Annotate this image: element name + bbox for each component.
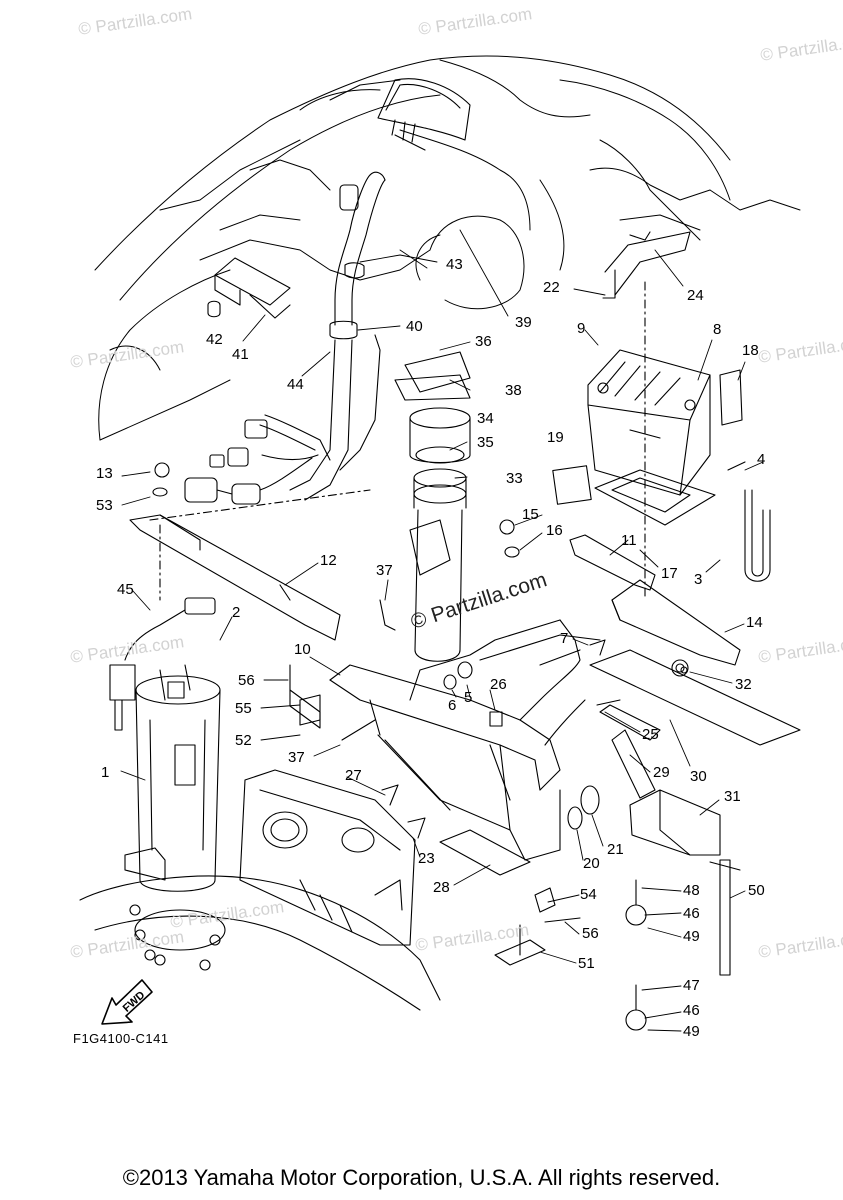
callout-14: 14 [746, 614, 763, 631]
callout-7: 7 [560, 630, 569, 647]
callout-56-right: 56 [582, 925, 599, 942]
clamps-and-ties [289, 664, 741, 1031]
callout-13: 13 [96, 465, 113, 482]
callout-28: 28 [433, 879, 450, 896]
callout-29: 29 [653, 764, 670, 781]
stay-bar [129, 489, 371, 641]
callout-4: 4 [757, 451, 766, 468]
callout-49-lower: 49 [683, 1023, 700, 1040]
forward-arrow-icon: FWD [101, 979, 153, 1025]
callout-20: 20 [583, 855, 600, 872]
callout-34: 34 [477, 410, 494, 427]
callout-33: 33 [506, 470, 523, 487]
callout-38: 38 [505, 382, 522, 399]
callout-51: 51 [578, 955, 595, 972]
callout-37-upper: 37 [376, 562, 393, 579]
wire-harness [184, 414, 331, 505]
callout-35: 35 [477, 434, 494, 451]
callout-42: 42 [206, 331, 223, 348]
callout-48: 48 [683, 882, 700, 899]
electrical-box [239, 769, 416, 946]
callout-2: 2 [232, 604, 241, 621]
callout-11: 11 [621, 532, 637, 549]
callout-27: 27 [345, 767, 362, 784]
frame [329, 619, 601, 861]
callout-18: 18 [742, 342, 759, 359]
callout-53: 53 [96, 497, 113, 514]
callout-8: 8 [713, 321, 722, 338]
upper-small-parts [207, 257, 291, 319]
filler-pipe [289, 171, 386, 501]
pads [439, 649, 801, 876]
callout-56-left: 56 [238, 672, 255, 689]
callout-40: 40 [406, 318, 423, 335]
hull-deck [94, 55, 801, 441]
callout-22: 22 [543, 279, 560, 296]
callout-9: 9 [577, 320, 586, 337]
lower-hull [79, 875, 441, 1011]
callout-5: 5 [464, 689, 473, 706]
meter-unit [377, 78, 471, 151]
sensor-wire [109, 597, 216, 731]
callout-32: 32 [735, 676, 752, 693]
small-fasteners [152, 462, 688, 839]
callout-52: 52 [235, 732, 252, 749]
callout-31: 31 [724, 788, 741, 805]
callout-26: 26 [490, 676, 507, 693]
callout-24: 24 [687, 287, 704, 304]
callout-46-lower: 46 [683, 1002, 700, 1019]
callout-37-lower: 37 [288, 749, 305, 766]
callout-15: 15 [522, 506, 539, 523]
callout-50: 50 [748, 882, 765, 899]
callout-10: 10 [294, 641, 311, 658]
callout-49-upper: 49 [683, 928, 700, 945]
filler-tube [394, 351, 471, 662]
callout-41: 41 [232, 346, 249, 363]
battery [587, 349, 711, 496]
diagram-code: F1G4100-C141 [73, 1031, 169, 1046]
battery-bracket [602, 231, 691, 601]
callout-21: 21 [607, 841, 624, 858]
leader-lines [120, 229, 764, 1032]
callout-44: 44 [287, 376, 304, 393]
callout-23: 23 [418, 850, 435, 867]
plate-stay [569, 534, 741, 677]
callout-12: 12 [320, 552, 337, 569]
callout-54: 54 [580, 886, 597, 903]
callout-17: 17 [661, 565, 678, 582]
copyright-notice: ©2013 Yamaha Motor Corporation, U.S.A. A… [122, 1165, 721, 1190]
callout-25: 25 [642, 726, 659, 743]
callout-43: 43 [446, 256, 463, 273]
battery-box [552, 465, 716, 526]
callout-1: 1 [101, 764, 110, 781]
callout-47: 47 [683, 977, 700, 994]
vent-tube [719, 369, 771, 582]
callout-30: 30 [690, 768, 707, 785]
callout-19: 19 [547, 429, 564, 446]
callout-46-upper: 46 [683, 905, 700, 922]
callout-39: 39 [515, 314, 532, 331]
callout-3: 3 [694, 571, 703, 588]
callout-36: 36 [475, 333, 492, 350]
callout-16: 16 [546, 522, 563, 539]
callout-6: 6 [448, 697, 457, 714]
callout-55: 55 [235, 700, 252, 717]
callout-45: 45 [117, 581, 134, 598]
